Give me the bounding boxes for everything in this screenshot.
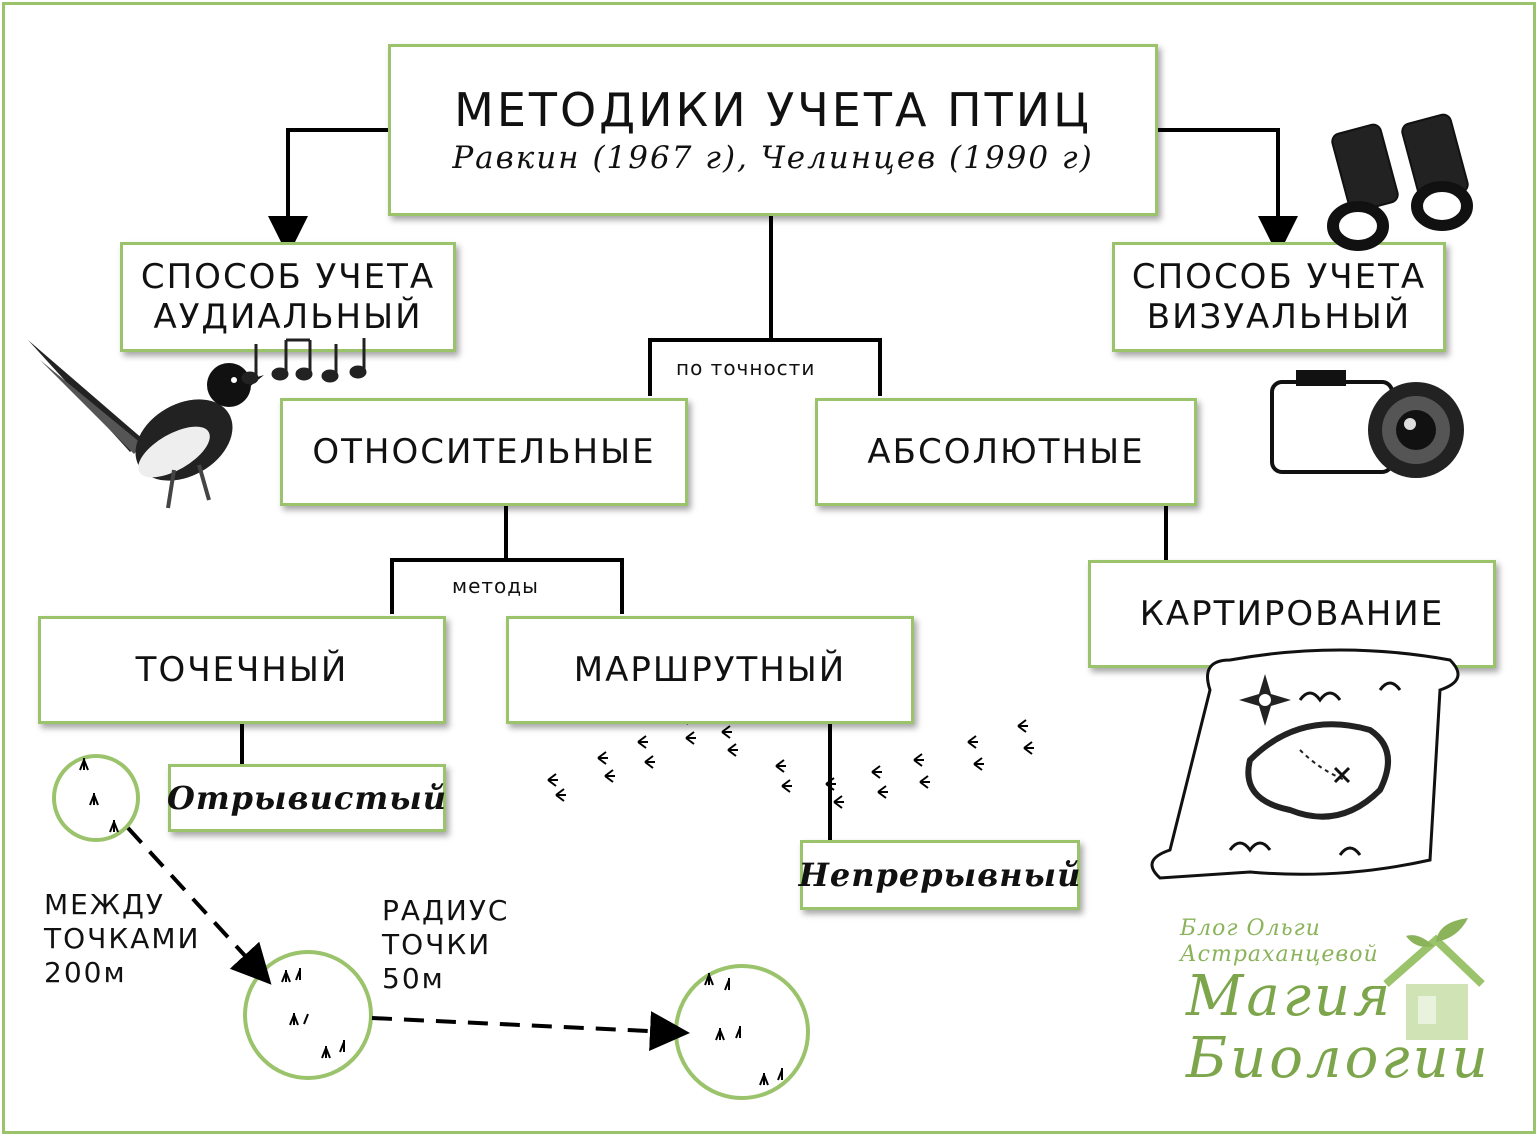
mapping-label: КАРТИРОВАНИЕ [1139,594,1445,634]
visual-box: СПОСОБ УЧЕТА ВИЗУАЛЬНЫЙ [1112,242,1446,352]
audial-label: СПОСОБ УЧЕТА АУДИАЛЬНЫЙ [140,257,436,337]
page-title: МЕТОДИКИ УЧЕТА ПТИЦ [454,83,1092,137]
continuous-label: Непрерывный [798,856,1082,894]
route-box: МАРШРУТНЫЙ [506,616,914,724]
methods-label: методы [446,574,545,598]
visual-label: СПОСОБ УЧЕТА ВИЗУАЛЬНЫЙ [1131,257,1427,337]
arrow-to-audial [268,128,388,256]
page-subtitle: Равкин (1967 г), Челинцев (1990 г) [452,140,1094,176]
methods-bracket [390,558,624,614]
music-notes-icon [241,338,367,385]
route-label: МАРШРУТНЫЙ [573,650,847,690]
intermittent-box: Отрывистый [166,764,448,832]
continuous-box: Непрерывный [798,840,1082,910]
absolute-box: АБСОЛЮТНЫЕ [815,398,1197,506]
camera-icon [1270,370,1464,478]
bird-icon [28,340,264,509]
map-icon [1150,648,1460,880]
point-radius-note: РАДИУС ТОЧКИ 50м [382,894,510,995]
arrow-to-visual [1158,128,1298,256]
logo-blog-text: Блог Ольги Астраханцевой [1180,916,1379,967]
accuracy-bracket [648,338,882,396]
house-logo-icon [1383,918,1485,1040]
audial-box: СПОСОБ УЧЕТА АУДИАЛЬНЫЙ [120,242,456,352]
title-box: МЕТОДИКИ УЧЕТА ПТИЦ Равкин (1967 г), Чел… [388,44,1158,216]
relative-box: ОТНОСИТЕЛЬНЫЕ [280,398,688,506]
point-label: ТОЧЕЧНЫЙ [135,650,349,690]
absolute-label: АБСОЛЮТНЫЕ [867,432,1145,472]
dashed-arrow-2 [371,1011,690,1052]
point-box: ТОЧЕЧНЫЙ [38,616,446,724]
intermittent-label: Отрывистый [166,779,448,817]
count-point-circle-3 [674,964,810,1100]
dashed-arrow-1 [126,826,272,985]
accuracy-label: по точности [670,356,822,380]
between-points-note: МЕЖДУ ТОЧКАМИ 200м [44,888,201,989]
relative-label: ОТНОСИТЕЛЬНЫЕ [312,432,656,472]
binoculars-icon [1327,113,1473,251]
